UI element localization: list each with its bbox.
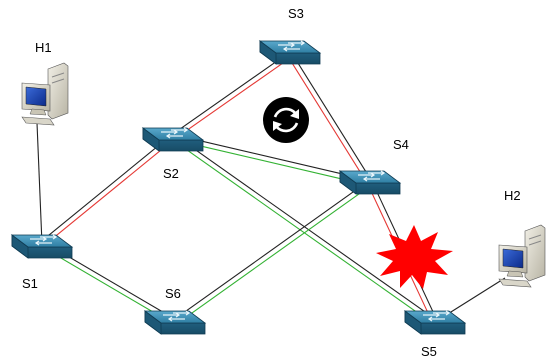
link-s6-s4 <box>176 184 372 325</box>
link-s2-s3 <box>171 52 289 136</box>
switch-s5[interactable] <box>403 310 467 335</box>
switch-icon <box>403 310 467 335</box>
host-label-h1: H1 <box>35 40 52 55</box>
switch-s3[interactable] <box>258 40 322 65</box>
link-s1-s2 <box>43 138 175 247</box>
switch-s4[interactable] <box>338 170 402 195</box>
switch-label-s6: S6 <box>165 286 181 301</box>
switch-s6[interactable] <box>143 310 207 335</box>
switch-icon <box>258 40 322 65</box>
link-failure-burst-icon <box>376 225 453 289</box>
link-s2-s4 <box>172 138 370 186</box>
host-h1[interactable] <box>21 62 69 126</box>
link-s2-s4 <box>173 134 371 182</box>
host-h2[interactable] <box>498 224 546 288</box>
computer-icon <box>21 62 69 126</box>
switch-label-s4: S4 <box>393 137 409 152</box>
link-s2-s3 <box>174 56 292 140</box>
link-h1-s1 <box>36 122 43 245</box>
link-s1-s2 <box>40 134 172 243</box>
switch-icon <box>10 234 74 259</box>
switch-icon <box>338 170 402 195</box>
link-s3-s4 <box>287 56 369 185</box>
loop-refresh-icon <box>263 97 309 143</box>
link-s2-s5 <box>174 134 437 321</box>
switch-label-s5: S5 <box>421 344 437 359</box>
switch-label-s3: S3 <box>288 6 304 21</box>
link-s6-s4 <box>173 180 369 321</box>
switch-icon <box>141 127 205 152</box>
links-layer <box>36 52 506 325</box>
computer-icon <box>498 224 546 288</box>
link-s3-s4 <box>291 53 373 182</box>
link-s2-s5 <box>171 138 434 325</box>
switch-label-s2: S2 <box>163 166 179 181</box>
host-label-h2: H2 <box>504 188 521 203</box>
switch-label-s1: S1 <box>22 276 38 291</box>
switch-s1[interactable] <box>10 234 74 259</box>
switch-s2[interactable] <box>141 127 205 152</box>
switch-icon <box>143 310 207 335</box>
